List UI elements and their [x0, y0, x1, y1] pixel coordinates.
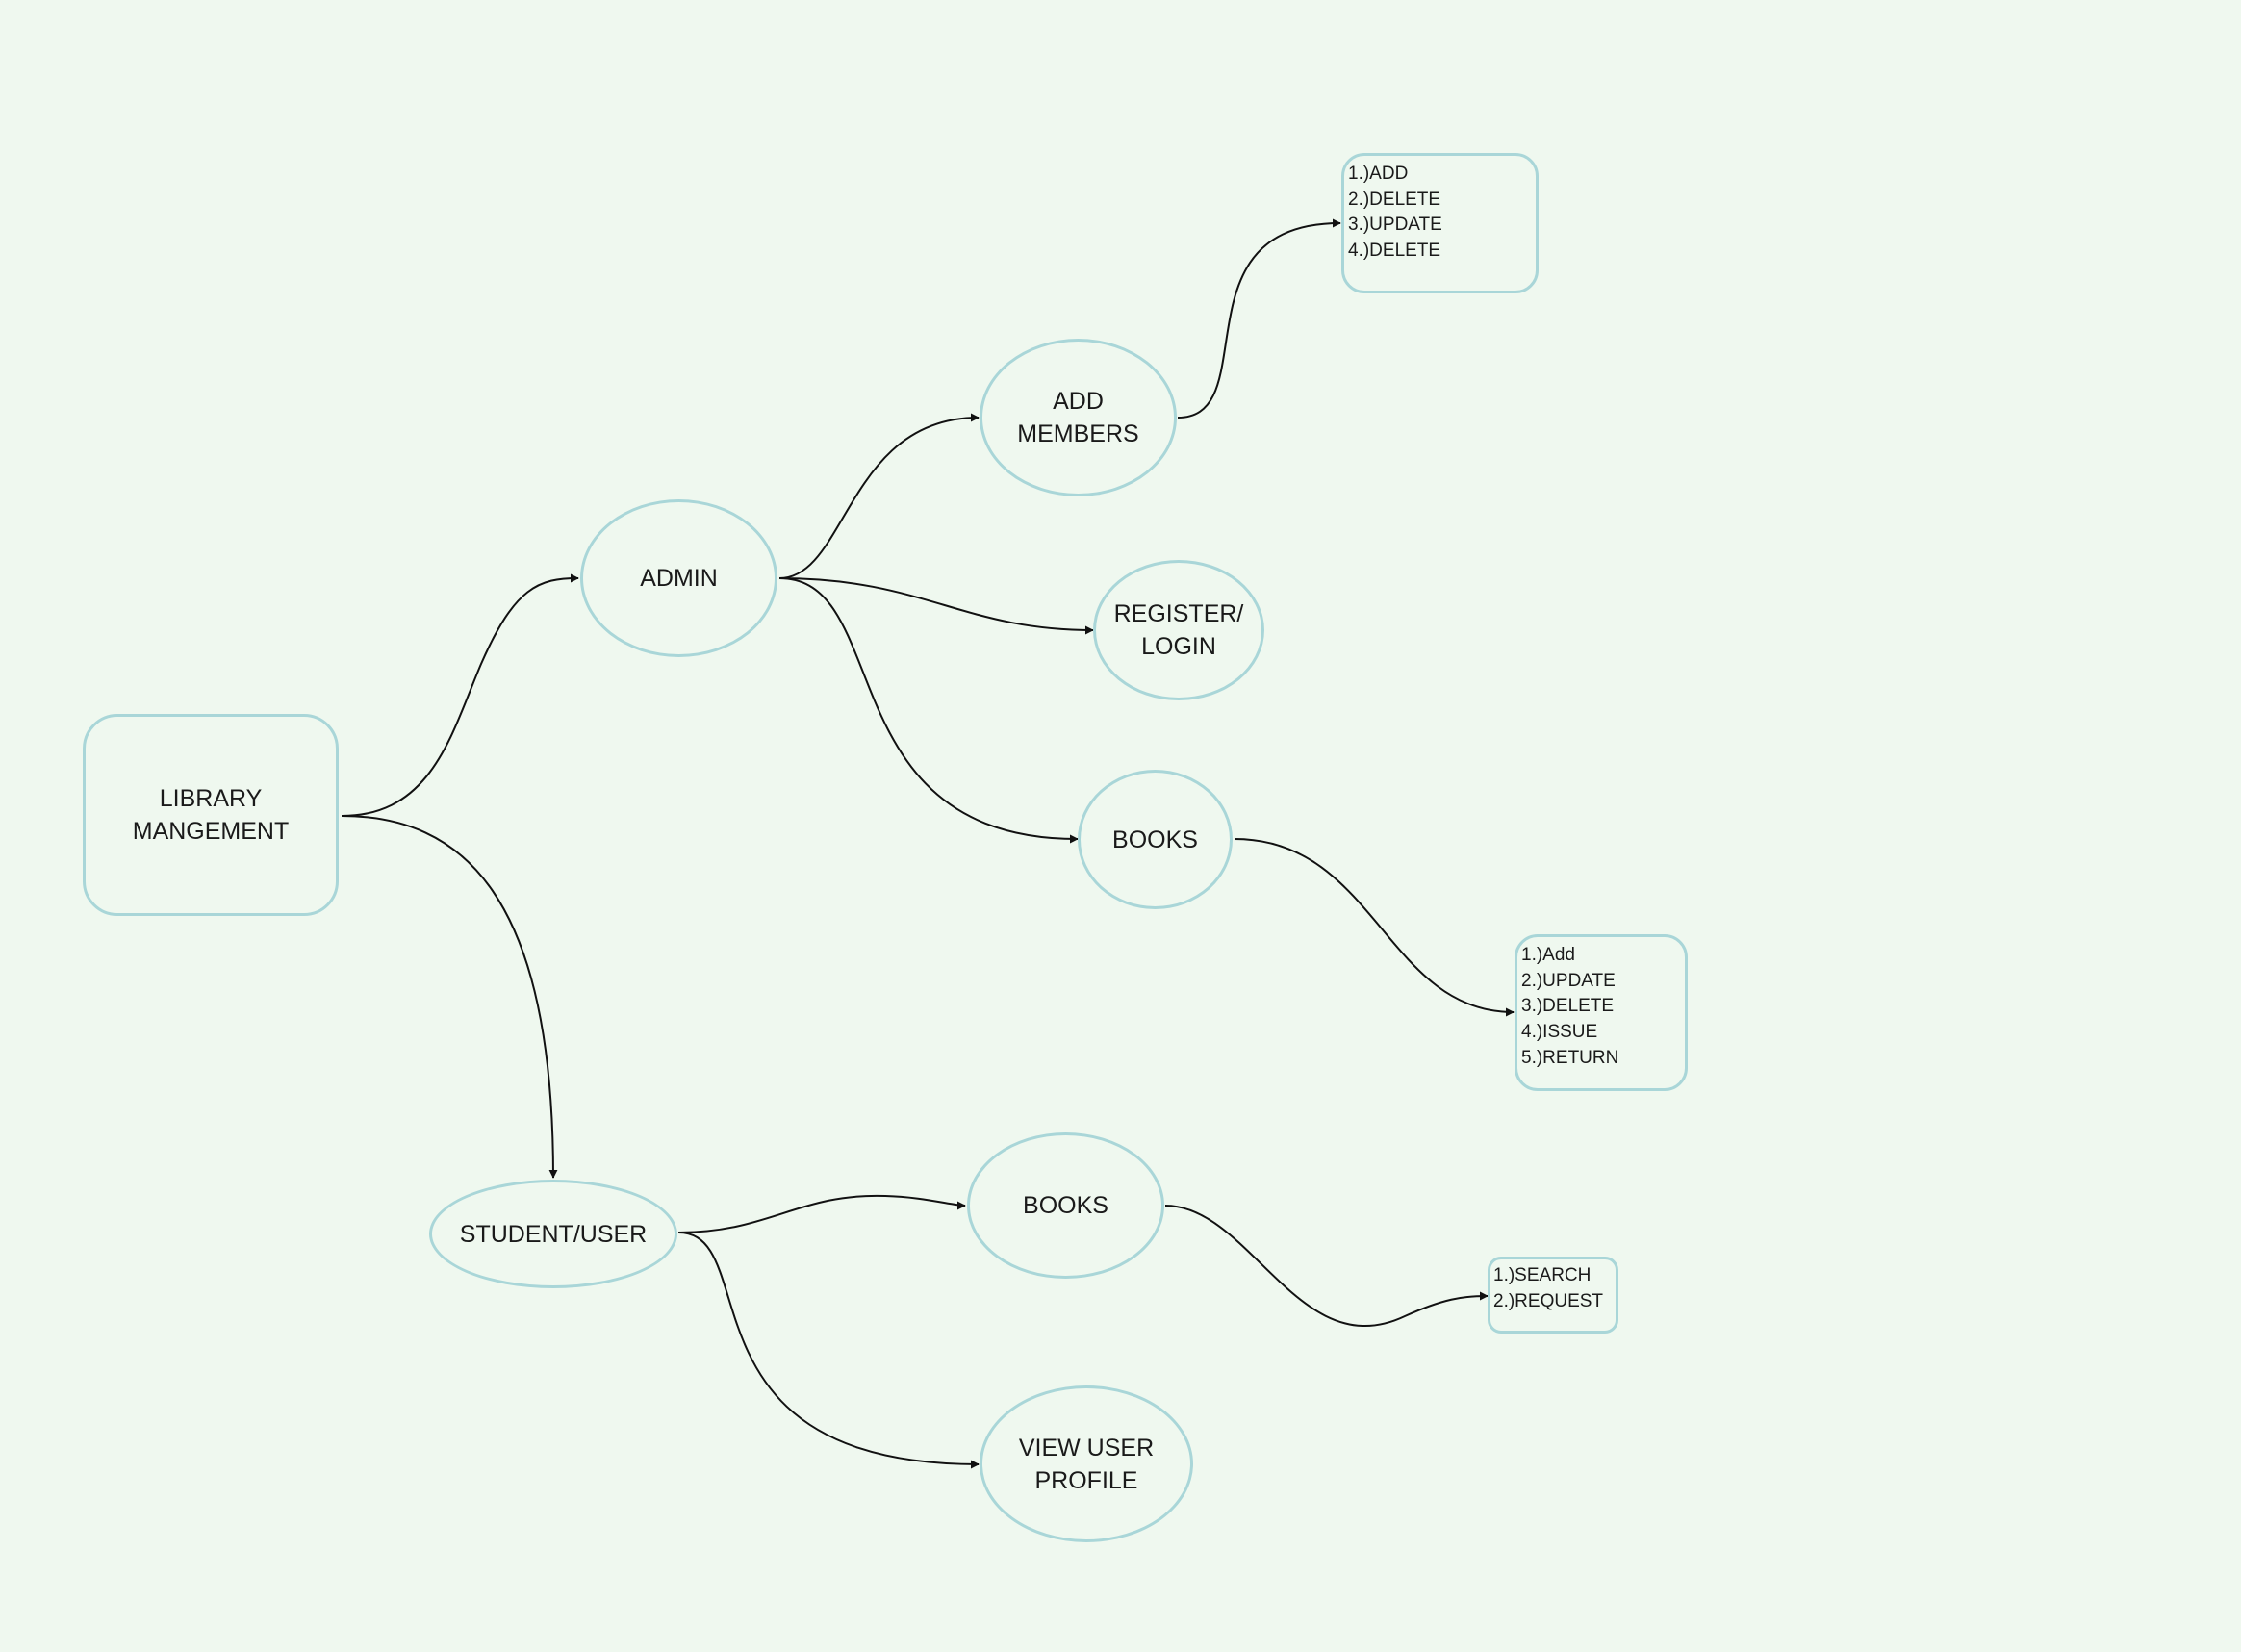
member-operations-box: 1.)ADD 2.)DELETE 3.)UPDATE 4.)DELETE	[1341, 153, 1539, 293]
register-login-node: REGISTER/ LOGIN	[1093, 560, 1264, 700]
student-user-node: STUDENT/USER	[429, 1180, 677, 1288]
node-label-line: PROFILE	[1034, 1466, 1138, 1494]
node-label-line: VIEW USER	[1018, 1434, 1155, 1461]
edge-admin-to-books	[778, 577, 1079, 844]
list-item: 2.)REQUEST	[1493, 1290, 1604, 1311]
node-label-line: ADMIN	[640, 565, 718, 592]
list-item: 3.)UPDATE	[1348, 215, 1442, 236]
list-item: 1.)SEARCH	[1493, 1265, 1592, 1285]
list-item: 2.)DELETE	[1348, 189, 1441, 210]
node-label-line: MANGEMENT	[132, 818, 290, 845]
list-item: 3.)DELETE	[1521, 996, 1615, 1017]
list-item: 1.)ADD	[1348, 164, 1409, 184]
list-item: 4.)DELETE	[1348, 241, 1441, 262]
edge-admin-to-add-members	[778, 413, 980, 579]
list-item: 1.)Add	[1521, 945, 1575, 965]
node-label-line: REGISTER/	[1113, 600, 1244, 627]
user-books-node: BOOKS	[967, 1132, 1164, 1279]
node-label-line: ADD	[1053, 388, 1104, 415]
edge-admin-to-register-login	[778, 577, 1094, 635]
edge-student-to-books	[677, 1194, 966, 1233]
node-label-line: MEMBERS	[1017, 420, 1139, 447]
edge-library-to-admin	[341, 573, 579, 817]
list-item: 5.)RETURN	[1521, 1047, 1619, 1068]
user-book-operations-box: 1.)SEARCH 2.)REQUEST	[1488, 1257, 1618, 1334]
view-user-profile-node: VIEW USER PROFILE	[980, 1385, 1193, 1542]
node-label-line: STUDENT/USER	[459, 1220, 648, 1248]
list-item: 2.)UPDATE	[1521, 970, 1616, 991]
edge-user-books-to-ops	[1164, 1205, 1489, 1327]
edge-student-to-view-profile	[677, 1232, 980, 1469]
node-label-line: BOOKS	[1023, 1192, 1108, 1219]
admin-node: ADMIN	[580, 499, 777, 657]
node-label-line: BOOKS	[1112, 826, 1198, 853]
edge-books-to-admin-ops	[1234, 838, 1515, 1017]
list-item: 4.)ISSUE	[1521, 1022, 1598, 1043]
admin-book-operations-box: 1.)Add 2.)UPDATE 3.)DELETE 4.)ISSUE 5.)R…	[1515, 934, 1688, 1091]
admin-books-node: BOOKS	[1078, 770, 1233, 909]
edge-add-members-to-ops	[1177, 218, 1341, 419]
node-label-line: LIBRARY	[159, 785, 263, 812]
library-management-node: LIBRARY MANGEMENT	[83, 714, 339, 916]
edge-library-to-student	[341, 815, 558, 1179]
add-members-node: ADD MEMBERS	[980, 339, 1177, 496]
node-label-line: LOGIN	[1141, 633, 1216, 660]
